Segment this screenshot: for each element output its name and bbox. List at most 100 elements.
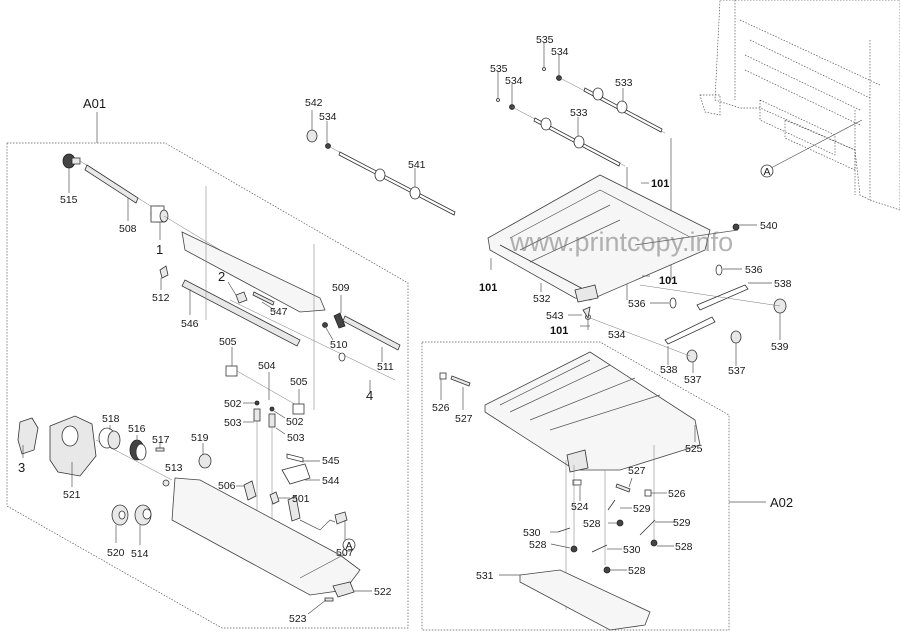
part-519 — [198, 453, 212, 469]
group-a02: A02 — [421, 341, 793, 631]
pickup-roller-1 — [150, 205, 169, 223]
callout-533-a: 533 — [570, 107, 588, 119]
part-530-left — [557, 527, 571, 533]
callout-101-d: 101 — [550, 325, 568, 337]
callout-528-b: 528 — [529, 539, 547, 551]
printer-frame-assembly — [699, 0, 900, 211]
a01-label: A01 — [83, 96, 106, 111]
callout-526-left: 526 — [432, 402, 450, 414]
callout-4: 4 — [366, 388, 373, 403]
callout-101-b: 101 — [479, 282, 497, 294]
base-ref-circle — [342, 538, 356, 552]
callout-536-b: 536 — [628, 298, 646, 310]
upper-guide-frame — [181, 231, 326, 313]
callout-524: 524 — [571, 501, 589, 513]
a01-dashed-boundary — [6, 142, 409, 629]
pickup-gear-515 — [62, 153, 81, 169]
cap-526-left — [439, 372, 447, 380]
callout-537-b: 537 — [684, 374, 702, 386]
roller-528-b — [650, 539, 658, 547]
callout-515: 515 — [60, 194, 78, 206]
callout-538-a: 538 — [774, 278, 792, 290]
callout-501: 501 — [292, 493, 310, 505]
callout-2: 2 — [218, 269, 225, 284]
callout-510: 510 — [330, 339, 348, 351]
sheet-545 — [286, 453, 304, 463]
actuator-509 — [333, 312, 346, 329]
callout-543: 543 — [546, 310, 564, 322]
callout-520: 520 — [107, 547, 125, 559]
frame-ref-mark: A — [764, 166, 771, 178]
spring-501 — [269, 491, 280, 505]
callout-546: 546 — [181, 318, 199, 330]
callout-534-d: 534 — [608, 329, 626, 341]
spring-523 — [324, 597, 334, 602]
callout-519: 519 — [191, 432, 209, 444]
callout-1: 1 — [156, 242, 163, 257]
callout-531: 531 — [476, 570, 494, 582]
part-510 — [322, 322, 328, 328]
spring-527-right — [615, 483, 631, 493]
leader-lines — [22, 43, 781, 615]
callout-labels: 515 508 1 512 546 2 547 509 510 511 4 50… — [18, 34, 792, 625]
part-505-left — [225, 365, 238, 377]
group-a01: A01 — [6, 96, 409, 629]
callout-513: 513 — [165, 462, 183, 474]
callout-504: 504 — [258, 360, 276, 372]
callout-508: 508 — [119, 223, 137, 235]
gear-514 — [134, 504, 152, 526]
spring-part — [287, 495, 301, 522]
callout-509: 509 — [332, 282, 350, 294]
exit-frame-532 — [487, 174, 711, 301]
callout-545: 545 — [322, 455, 340, 467]
gear-516 — [129, 439, 147, 461]
shaft-508 — [84, 164, 139, 204]
callout-101-c: 101 — [659, 275, 677, 287]
part-543 — [582, 306, 591, 320]
duplex-guide-525 — [484, 351, 701, 471]
part-529-right — [639, 519, 656, 536]
roller-528-a — [616, 519, 624, 527]
belt-538-lower — [664, 316, 716, 345]
callout-528-d: 528 — [628, 565, 646, 577]
callout-529-a: 529 — [633, 503, 651, 515]
drive-unit-521 — [49, 415, 97, 477]
callout-521: 521 — [63, 489, 81, 501]
sensor-2 — [235, 291, 248, 304]
callout-529-b: 529 — [673, 517, 691, 529]
part-542 — [306, 129, 318, 143]
callout-503-right: 503 — [287, 432, 305, 444]
callout-544: 544 — [322, 475, 340, 487]
callout-533-b: 533 — [615, 77, 633, 89]
roller-528-d — [603, 566, 611, 574]
part-529-left — [607, 499, 616, 511]
callout-532: 532 — [533, 293, 551, 305]
callout-528-c: 528 — [675, 541, 693, 553]
callout-540: 540 — [760, 220, 778, 232]
base-ref-leader — [299, 553, 346, 579]
callout-523: 523 — [289, 613, 307, 625]
callout-535-b: 535 — [536, 34, 554, 46]
callout-505-right: 505 — [290, 376, 308, 388]
callout-503-left: 503 — [224, 417, 242, 429]
exit-roller-533-front — [533, 117, 621, 167]
part-512 — [159, 265, 169, 279]
spring-503-left — [253, 408, 261, 422]
roller-528-c — [570, 545, 578, 553]
callout-537-a: 537 — [728, 365, 746, 377]
part-530-right — [591, 544, 608, 553]
callout-511: 511 — [377, 361, 394, 373]
part-505-right — [292, 403, 305, 415]
watermark: www.printcopy.info — [509, 227, 733, 257]
part-517 — [155, 447, 165, 452]
lower-guide-frame — [171, 477, 361, 596]
lever-522 — [332, 581, 355, 598]
callout-514: 514 — [131, 548, 149, 560]
callout-539: 539 — [771, 341, 789, 353]
callout-534-b: 534 — [505, 75, 523, 87]
callout-528-a: 528 — [583, 518, 601, 530]
sheet-524 — [572, 479, 582, 486]
callout-506: 506 — [218, 480, 236, 492]
cap-526-right — [644, 489, 652, 497]
washer-536-right — [715, 264, 723, 276]
